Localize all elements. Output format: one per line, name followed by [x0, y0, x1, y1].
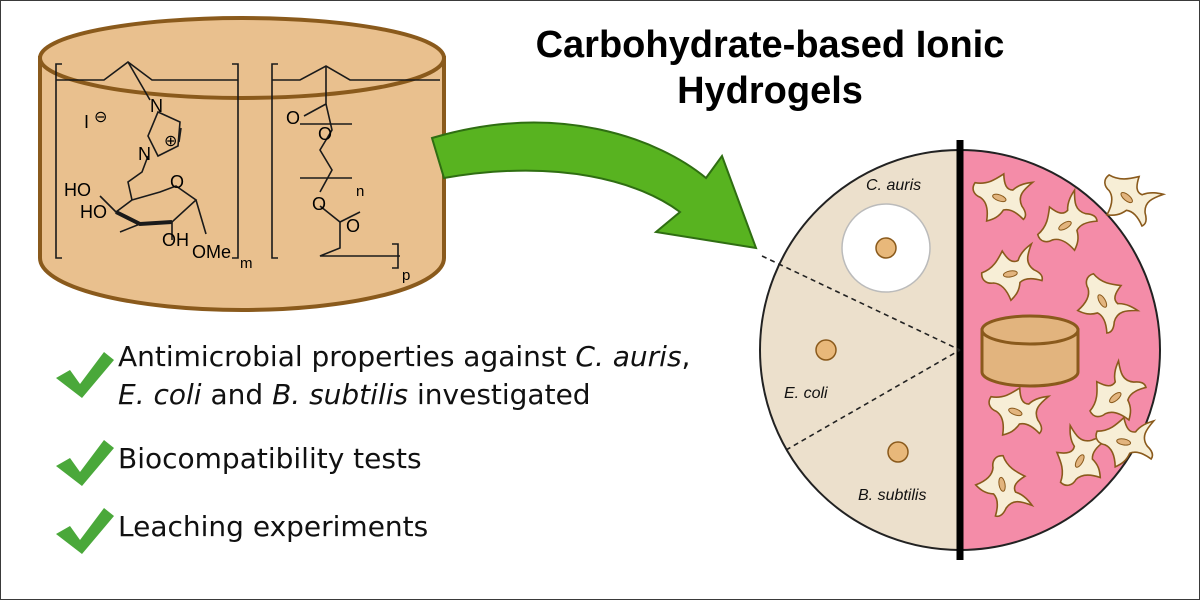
label-c-auris: C. auris: [866, 177, 921, 194]
title-line-1: Carbohydrate-based Ionic: [535, 24, 1005, 66]
ester-oxygen-1: O: [286, 108, 300, 128]
title-line-2: Hydrogels: [677, 70, 863, 112]
bullet-leaching: Leaching experiments: [118, 510, 429, 543]
sample-disc-c-auris: [875, 237, 897, 259]
figure-title: Carbohydrate-based Ionic Hydrogels: [470, 22, 1070, 114]
sample-disc-b-subtilis: [887, 441, 909, 463]
fibroblast-cell-icon: [1076, 272, 1141, 334]
check-icon: [56, 440, 114, 486]
chemical-structure: [55, 61, 440, 269]
bullet-1-investigated: investigated: [408, 378, 591, 411]
imidazolium-n2: N: [138, 144, 151, 164]
subscript-n: n: [356, 183, 364, 200]
hydrogel-sample-icon: [980, 314, 1080, 388]
fibroblast-cells: [972, 172, 1167, 518]
ome-label: OMe: [192, 242, 231, 262]
ho-label-1: HO: [64, 180, 91, 200]
sample-disc-e-coli: [815, 339, 837, 361]
oh-label: OH: [162, 230, 189, 250]
subscript-m: m: [240, 255, 253, 272]
bullet-1-text: Antimicrobial properties against: [118, 340, 576, 373]
label-b-subtilis: B. subtilis: [858, 487, 926, 504]
check-icon: [56, 352, 114, 398]
bullet-1-e-coli: E. coli: [118, 378, 202, 411]
curved-arrow-icon: [430, 121, 758, 250]
iodide-charge: ⊖: [94, 109, 107, 126]
bullet-1-comma: ,: [681, 340, 691, 373]
fibroblast-cell-icon: [1036, 187, 1098, 252]
fibroblast-cell-icon: [988, 386, 1052, 437]
bullet-1-and: and: [201, 378, 273, 411]
ho-label-2: HO: [80, 202, 107, 222]
bullet-1-c-auris: C. auris: [575, 340, 682, 373]
fibroblast-cell-icon: [1095, 416, 1157, 469]
fibroblast-cell-icon: [980, 241, 1044, 302]
fibroblast-cell-icon: [974, 454, 1035, 518]
subscript-p: p: [402, 267, 410, 284]
fibroblast-cell-icon: [972, 172, 1036, 223]
bullet-list: Antimicrobial properties against C. auri…: [52, 338, 752, 566]
petri-plate: C. auris E. coli B. subtilis: [759, 140, 1167, 560]
imidazolium-charge: ⊕: [164, 133, 177, 150]
ester-oxygen-3: O: [312, 194, 326, 214]
ring-oxygen-label: O: [170, 172, 184, 192]
imidazolium-n1: N: [150, 96, 163, 116]
check-icon: [56, 508, 114, 554]
bullet-antimicrobial: Antimicrobial properties against C. auri…: [52, 338, 752, 414]
label-e-coli: E. coli: [784, 385, 828, 402]
bullet-biocompatibility: Biocompatibility tests: [118, 442, 422, 475]
iodide-label: I: [84, 112, 89, 132]
structure-labels: I ⊖ N N ⊕ HO HO OH OMe O O O O O m n p: [64, 96, 410, 284]
fibroblast-cell-icon: [1104, 173, 1167, 228]
bullet-1-b-subtilis: B. subtilis: [272, 378, 409, 411]
hydrogel-cylinder-icon: [38, 16, 446, 312]
carbonyl-oxygen: O: [346, 216, 360, 236]
fibroblast-cell-icon: [1089, 358, 1147, 422]
ester-oxygen-2: O: [318, 124, 332, 144]
